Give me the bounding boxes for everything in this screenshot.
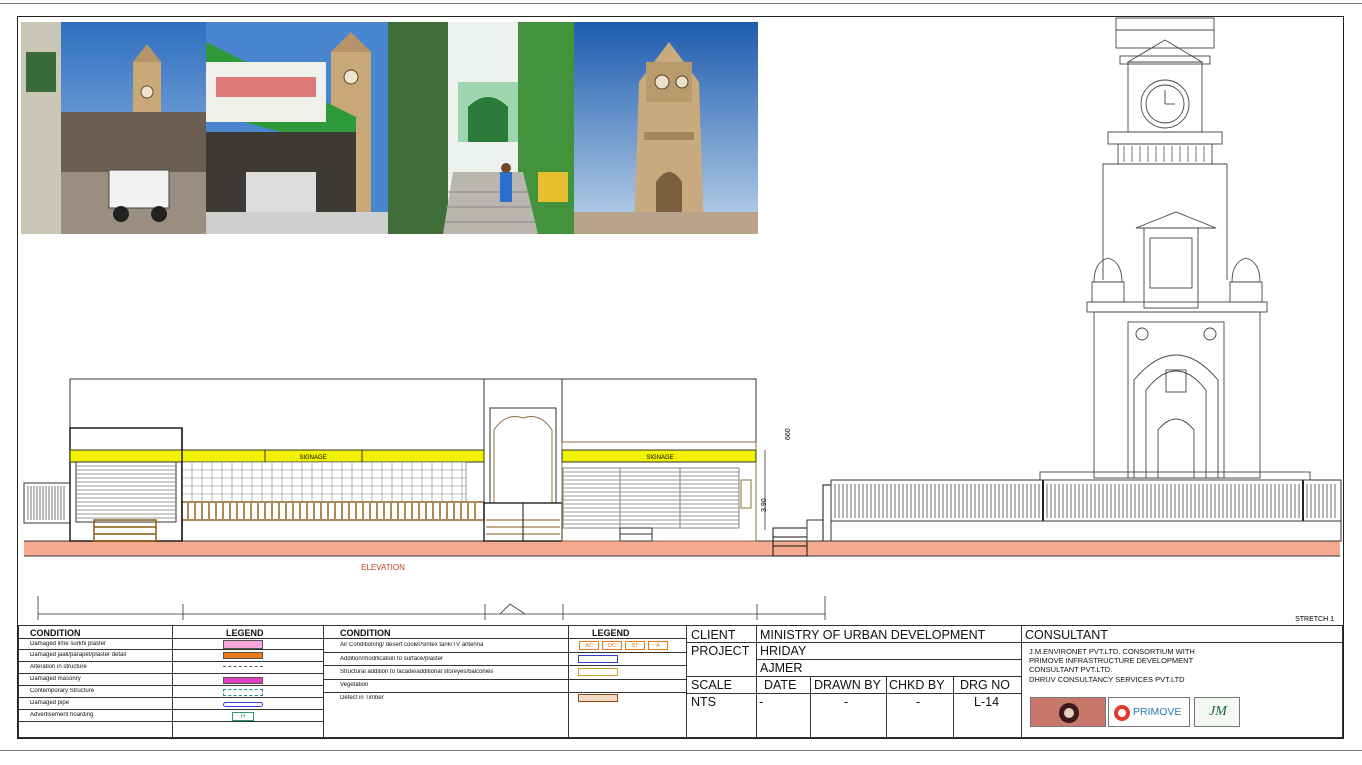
legend-left-legend-header: LEGEND [226, 628, 264, 638]
client-label: CLIENT [691, 628, 736, 642]
legend-right-legend-header: LEGEND [592, 628, 630, 638]
chkd-by-value: - [916, 695, 921, 709]
consultant-line-2: PRIMOVE INFRASTRUCTURE DEVELOPMENT [1029, 656, 1194, 665]
clock-tower-elevation [1039, 17, 1311, 481]
legend-row-damaged-pipe: Damaged pipe [30, 700, 70, 706]
plinth-band [24, 541, 1340, 556]
primove-mark-icon [1114, 705, 1130, 721]
swatch-timber [578, 694, 618, 702]
gateway [483, 378, 563, 542]
swatch-structural [578, 668, 618, 676]
logo-jm: JM [1194, 697, 1240, 727]
legend-row-ac: Air Conditioning/ desert cooler/sintex t… [340, 642, 484, 648]
shutter-left [75, 461, 177, 523]
swatch-jaali [223, 652, 263, 659]
scale-value: NTS [691, 695, 716, 709]
swatch-hoarding: H [232, 712, 254, 721]
swatch-contemporary [223, 689, 263, 696]
legend-row-hoarding: Advertisement hoarding [30, 712, 94, 718]
dimension-line [37, 596, 826, 620]
ac-label-ac: AC [579, 641, 599, 650]
consultant-line-1: J.M.ENVIRONET PVT.LTD. CONSORTIUM WITH [1029, 647, 1195, 656]
signage-band-right [561, 449, 757, 463]
left-railing [27, 486, 65, 520]
legend-row-lime-plaster: Damaged lime surkhi plaster [30, 641, 107, 647]
legend-row-vegetation: Vegetation [340, 682, 369, 688]
legend-row-alteration: Alteration in structure [30, 664, 87, 670]
dim-660: 660 [785, 428, 792, 440]
shutters-right [562, 467, 740, 529]
bottom-rule [0, 750, 1362, 751]
swatch-masonry [223, 677, 263, 684]
photo-clock-tower [574, 22, 758, 234]
stretch-label: STRETCH 1 [1295, 616, 1334, 623]
legend-row-structural: Structural addition to facade/additional… [340, 669, 494, 675]
swatch-lime-plaster [223, 640, 263, 649]
legend-left-condition-header: CONDITION [30, 628, 81, 638]
drg-no-label: DRG NO [960, 678, 1010, 692]
date-value: - [759, 695, 764, 709]
drawing-frame [17, 16, 1344, 739]
timber-steps-left [93, 519, 157, 542]
project-value: HRIDAY [760, 644, 807, 658]
drawn-by-value: - [844, 695, 849, 709]
project-label: PROJECT [691, 644, 750, 658]
jaali-screen [181, 461, 467, 503]
drg-no-value: L-14 [974, 695, 1000, 709]
logo-dhruv [1030, 697, 1106, 727]
legend-row-addition: Addition/modification to surface/plaster [340, 656, 444, 662]
photo-market-street [21, 22, 206, 234]
photo-steps-gateway [388, 22, 574, 234]
location-value: AJMER [760, 661, 803, 675]
swatch-pipe [223, 702, 263, 707]
swatch-alteration [223, 666, 263, 668]
title-block: CONDITION LEGEND CONDITION LEGEND Damage… [18, 625, 1343, 738]
legend-row-timber: Defect in Timber [340, 695, 384, 701]
logo-primove: PRIMOVE [1108, 697, 1190, 727]
right-railing-frame [830, 479, 1342, 522]
primove-text: PRIMOVE [1133, 706, 1182, 718]
legend-row-contemporary: Contemporary Structure [30, 688, 95, 694]
legend-row-jaali-parapet: Damaged jaali/parapet/plaster detail [30, 652, 127, 658]
ac-label-a: A [648, 641, 668, 650]
jm-text: JM [1209, 704, 1227, 719]
dim-390: 3.90 [761, 498, 768, 512]
signage-band-left [69, 449, 485, 463]
consultant-line-4: DHRUV CONSULTANCY SERVICES PVT.LTD [1029, 675, 1185, 684]
signage-right-label: SIGNAGE [646, 455, 673, 461]
legend-right-condition-header: CONDITION [340, 628, 391, 638]
ac-label-dc: DC [602, 641, 622, 650]
date-label: DATE [764, 678, 797, 692]
scale-label: SCALE [691, 678, 732, 692]
ac-label-st: ST [625, 641, 645, 650]
consultant-label: CONSULTANT [1025, 628, 1108, 642]
elevation-drawing: SIGNAGE SIGNAGE [23, 17, 1342, 623]
chkd-by-label: CHKD BY [889, 678, 945, 692]
legend-row-masonry: Damaged masonry [30, 676, 81, 682]
signage-left-label: SIGNAGE [299, 455, 326, 461]
consultant-line-3: CONSULTANT PVT.LTD. [1029, 665, 1113, 674]
drawn-by-label: DRAWN BY [814, 678, 881, 692]
top-rule [0, 3, 1362, 4]
steps-right [619, 527, 653, 542]
steps-middle [772, 527, 808, 557]
photo-shop-front [206, 22, 388, 234]
swatch-addition [578, 655, 618, 663]
elevation-label: ELEVATION [361, 563, 405, 572]
client-value: MINISTRY OF URBAN DEVELOPMENT [760, 628, 986, 642]
timber-railing [181, 501, 485, 521]
